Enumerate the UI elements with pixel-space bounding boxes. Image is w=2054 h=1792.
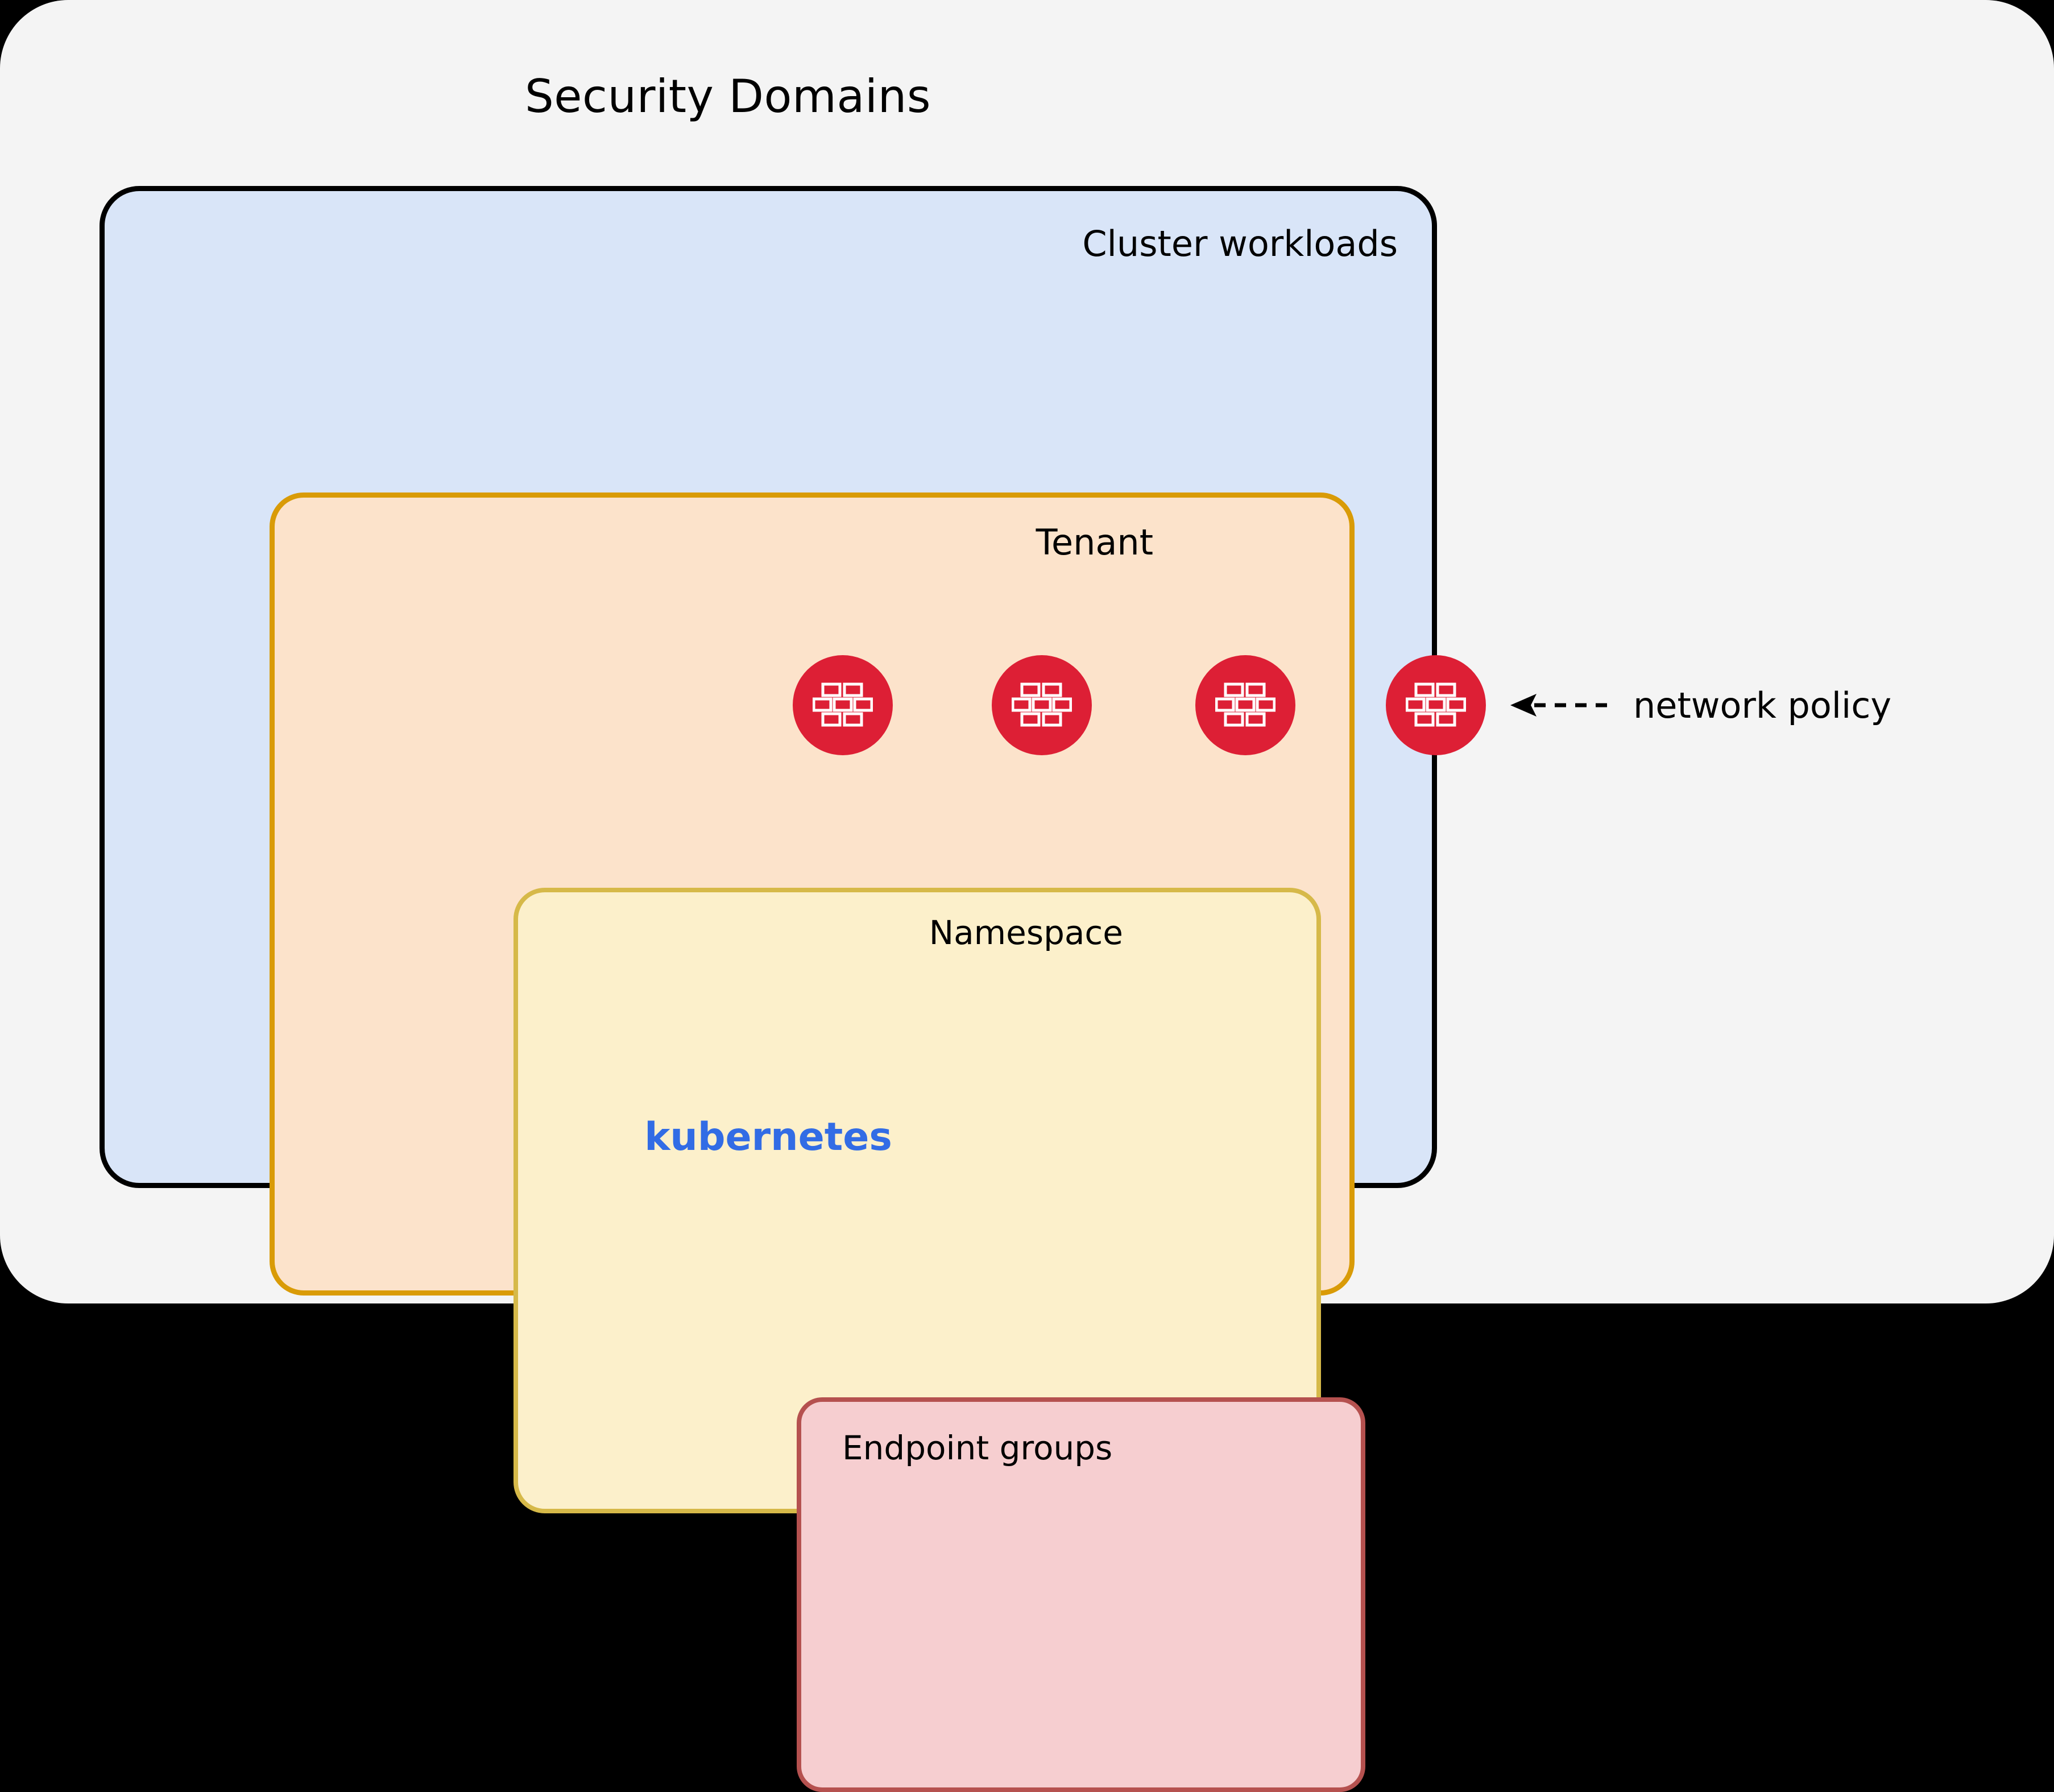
network-policy-annotation: network policy [1507,671,1891,739]
firewall-brick-icon[interactable] [1386,655,1486,755]
layer-label-endpoint-groups: Endpoint groups [842,1429,1113,1467]
layer-tenant: Tenant Namespace Endpoint groups [270,493,1365,1792]
network-policy-label: network policy [1633,684,1892,726]
firewall-brick-icon[interactable] [1195,655,1295,755]
layer-label-cluster-workloads: Cluster workloads [1082,223,1398,264]
layer-namespace: Namespace Endpoint groups [514,888,1365,1792]
layer-label-namespace: Namespace [929,913,1123,952]
kubernetes-brand-label: kubernetes [644,1115,892,1160]
page-title: Security Domains [524,70,931,123]
layer-label-tenant: Tenant [1036,522,1153,563]
dashed-left-arrow-icon [1510,694,1607,717]
firewall-brick-icon[interactable] [992,655,1092,755]
layer-endpoint-groups: Endpoint groups [797,1397,1365,1792]
firewall-brick-icon[interactable] [793,655,893,755]
